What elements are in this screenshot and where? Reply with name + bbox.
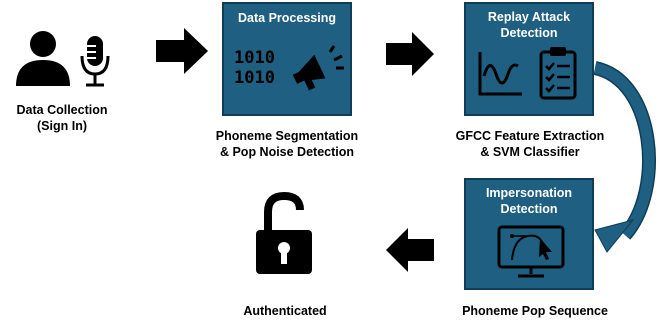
data-collection-label: Data Collection (Sign In)	[0, 102, 124, 134]
impersonation-box: Impersonation Detection	[464, 178, 594, 290]
binary-text-icon: 1010 1010	[234, 48, 275, 88]
data-processing-caption-line-1: Phoneme Segmentation	[215, 129, 359, 143]
binary-line-1: 1010	[234, 48, 275, 68]
person-icon	[14, 30, 72, 86]
waveform-graph-icon	[476, 50, 524, 98]
microphone-icon	[78, 34, 112, 88]
impersonation-caption: Phoneme Pop Sequence	[462, 304, 608, 318]
replay-attack-caption: GFCC Feature Extraction & SVM Classifier	[440, 128, 620, 160]
replay-attack-box: Replay Attack Detection	[464, 2, 594, 116]
curved-arrow	[585, 40, 660, 270]
replay-attack-title: Replay Attack Detection	[466, 9, 592, 41]
replay-attack-title-line-1: Replay Attack	[487, 10, 571, 24]
impersonation-title-line-2: Detection	[500, 202, 558, 216]
authenticated-caption: Authenticated	[243, 304, 327, 318]
impersonation-title-line-1: Impersonation	[485, 186, 573, 200]
data-processing-caption-line-2: & Pop Noise Detection	[219, 145, 355, 159]
binary-line-2: 1010	[234, 68, 275, 88]
data-processing-title: Data Processing	[238, 11, 336, 25]
arrow-left	[386, 228, 434, 272]
replay-attack-title-line-2: Detection	[500, 26, 558, 40]
checklist-icon	[538, 46, 578, 100]
megaphone-icon	[290, 42, 348, 92]
data-processing-box: Data Processing 1010 1010	[222, 2, 352, 116]
replay-attack-caption-line-2: & SVM Classifier	[480, 145, 580, 159]
data-collection-subtitle: (Sign In)	[37, 119, 87, 133]
arrow-right-1	[156, 28, 208, 74]
data-processing-caption: Phoneme Segmentation & Pop Noise Detecti…	[196, 128, 378, 160]
impersonation-title: Impersonation Detection	[466, 185, 592, 217]
replay-attack-caption-line-1: GFCC Feature Extraction	[455, 129, 605, 143]
unlocked-padlock-icon	[254, 192, 314, 276]
data-collection-title: Data Collection	[16, 103, 108, 117]
arrow-right-2	[386, 32, 434, 76]
monitor-cursor-icon	[496, 224, 566, 282]
